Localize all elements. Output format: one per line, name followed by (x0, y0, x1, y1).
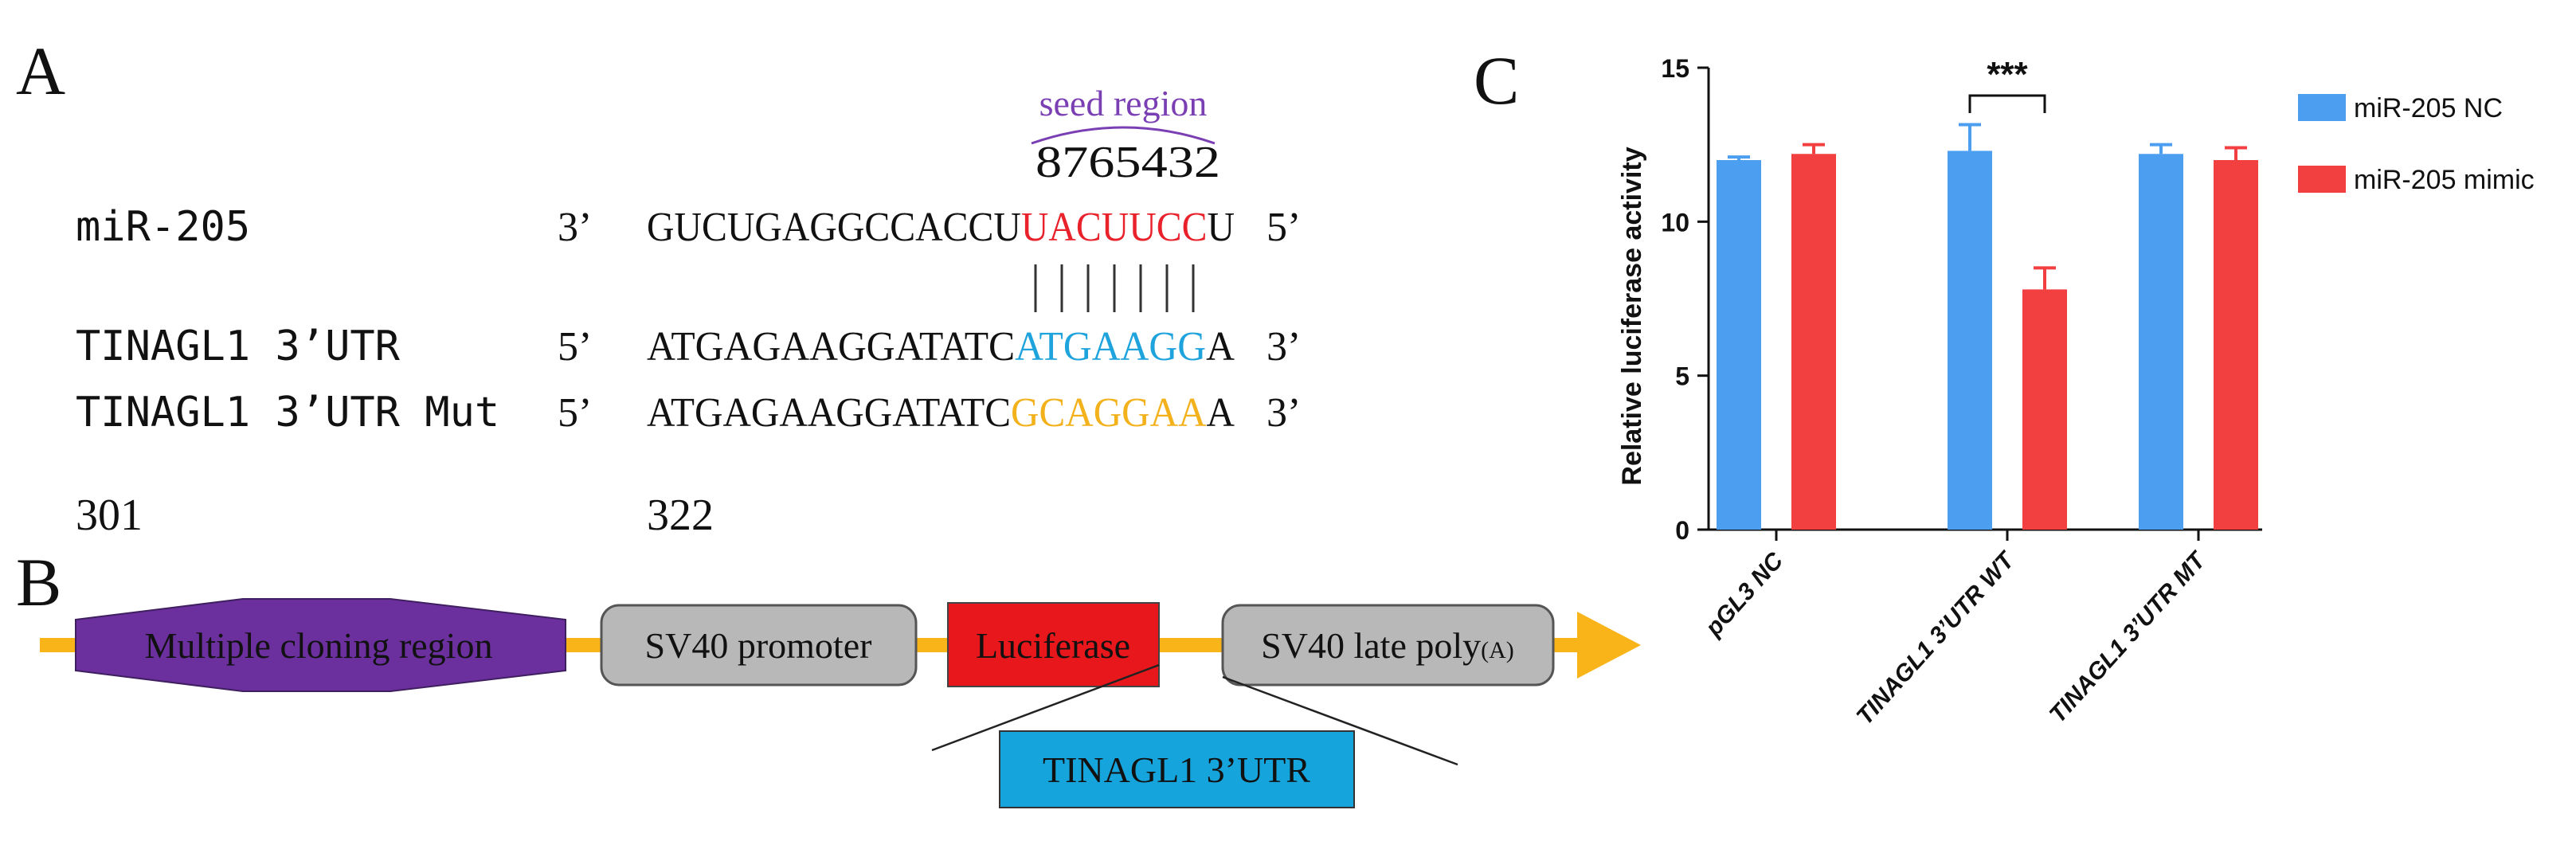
utr-wt-sequence: ATGAGAAGGATATCATGAAGGA (647, 324, 1235, 370)
sv40-promoter-label: SV40 promoter (645, 625, 872, 666)
bar-nc (2139, 154, 2183, 530)
bar-nc (1717, 160, 1761, 530)
legend-swatch (2298, 94, 2346, 121)
utr-wt-end5: 5’ (558, 324, 592, 370)
chart-bars (1717, 151, 2258, 530)
legend-swatch (2298, 166, 2346, 193)
bar-mimic (1791, 154, 1836, 530)
panel-label-a: A (16, 33, 65, 109)
seed-positions: 8765432 (1035, 138, 1220, 187)
utr-mut-sequence: ATGAGAAGGATATCGCAGGAAA (647, 390, 1235, 436)
luciferase-shape (947, 602, 1160, 687)
sv40-polya-suffix: (A) (1481, 637, 1514, 663)
pairing-lines (1034, 264, 1195, 312)
utr-mut-name: TINAGL1 3’UTR Mut (76, 389, 499, 436)
bar-mimic (2214, 160, 2258, 530)
sv40-polya-label: SV40 late poly(A) (1261, 625, 1514, 666)
utr-wt-seq-site: ATGAAGG (1015, 324, 1206, 370)
utr-wt-name: TINAGL1 3’UTR (76, 323, 401, 370)
chart-legend: miR-205 NC miR-205 mimic (2298, 93, 2535, 195)
utr-mut-end5: 5’ (558, 390, 592, 436)
seed-region-label: seed region (1039, 83, 1208, 123)
x-tick-label: pGL3 NC (1700, 547, 1789, 642)
utr-mut-seq-site: GCAGGAA (1011, 390, 1207, 436)
tinagl1-utr-insert-shape (999, 730, 1355, 808)
utr-mut-seq-post: A (1207, 390, 1235, 436)
mir205-end3: 5’ (1266, 205, 1301, 250)
insert-guide-left (931, 663, 1160, 752)
panel-b: Multiple cloning region SV40 promoter Lu… (40, 598, 1641, 808)
mir205-seq-post: U (1207, 205, 1235, 250)
bar-nc (1948, 151, 1992, 530)
y-tick-label: 15 (1661, 54, 1689, 83)
multiple-cloning-region-shape (75, 598, 566, 692)
y-tick-label: 0 (1675, 516, 1689, 545)
significance-bracket (1968, 94, 2046, 113)
panel-a: seed region 8765432 miR-205 3’ GUCUGAGGC… (76, 83, 1301, 540)
sv40-polya-shape (1221, 604, 1555, 687)
utr-wt-end3: 3’ (1266, 324, 1301, 370)
panel-label-c: C (1474, 42, 1519, 119)
panel-label-b: B (16, 544, 61, 620)
sv40-promoter-shape (600, 604, 918, 687)
tinagl1-utr-insert-label: TINAGL1 3’UTR (1043, 749, 1310, 790)
legend-label: miR-205 mimic (2354, 165, 2535, 195)
mir205-sequence: GUCUGAGGCCACCUUACUUCCU (647, 205, 1235, 250)
significance-stars: *** (1987, 55, 2028, 94)
sv40-polya-main: SV40 late poly (1261, 625, 1481, 666)
y-tick-label: 5 (1675, 362, 1689, 391)
seed-region-arc (1031, 126, 1216, 145)
significance-annotation: *** (1968, 55, 2046, 113)
utr-mut-end3: 3’ (1266, 390, 1301, 436)
x-tick-label: TINAGL1 3’UTR MT (2045, 546, 2212, 728)
y-axis-label: Relative luciferase activity (1617, 147, 1647, 485)
luciferase-label: Luciferase (976, 625, 1130, 666)
position-end-number: 322 (647, 491, 714, 540)
position-start-number: 301 (76, 491, 143, 540)
backbone-arrowhead (1577, 612, 1641, 679)
legend-label: miR-205 NC (2354, 93, 2503, 123)
utr-mut-seq-pre: ATGAGAAGGATATC (647, 390, 1011, 436)
multiple-cloning-region-label: Multiple cloning region (145, 625, 493, 666)
x-tick-label: TINAGL1 3’UTR WT (1851, 546, 2021, 730)
bar-mimic (2022, 289, 2067, 530)
utr-wt-seq-post: A (1206, 324, 1235, 370)
mir205-seq-seed: UACUUCC (1021, 205, 1208, 250)
utr-wt-seq-pre: ATGAGAAGGATATC (647, 324, 1015, 370)
mir205-end5: 3’ (558, 205, 592, 250)
mir205-seq-pre: GUCUGAGGCCACCU (647, 205, 1021, 250)
insert-guide-right (1222, 675, 1458, 766)
mir205-name: miR-205 (76, 203, 250, 251)
chart-error-bars (1728, 123, 2247, 290)
y-tick-label: 10 (1661, 208, 1689, 237)
